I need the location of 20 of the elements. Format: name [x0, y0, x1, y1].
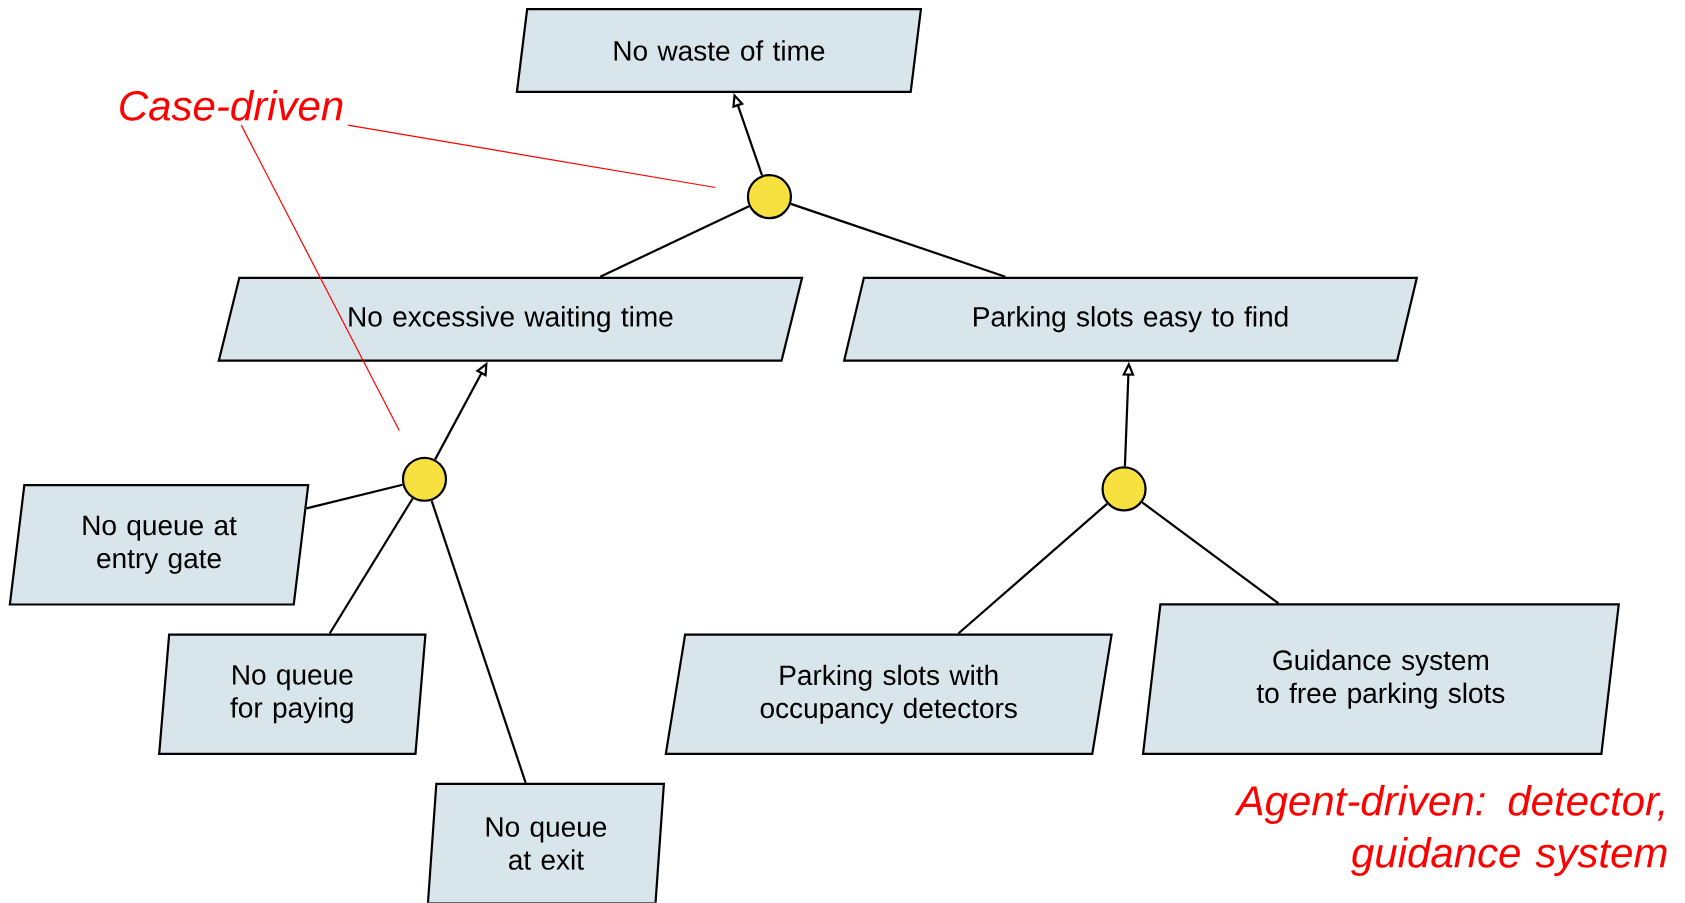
goal-box: No waste of time [515, 8, 923, 94]
and-circle [746, 174, 793, 220]
leader-line [240, 124, 400, 432]
connector-line [790, 203, 1006, 278]
connector-line [957, 503, 1108, 635]
goal-box: No queue for paying [158, 633, 427, 756]
goal-box: Parking slots with occupancy detectors [664, 633, 1113, 756]
connector-line [599, 205, 750, 278]
annotation-text: Case-driven [120, 90, 343, 121]
connector-line [1141, 501, 1280, 605]
connector-line [430, 500, 527, 784]
goal-box: Guidance system to free parking slots [1141, 603, 1620, 756]
and-circle [1101, 466, 1147, 512]
connector-line [328, 498, 414, 635]
goal-box: No excessive waiting time [217, 276, 804, 362]
goal-box: No queue at exit [426, 783, 666, 903]
leader-line [347, 124, 716, 189]
goal-box: No queue at entry gate [8, 484, 310, 606]
connector-line [306, 483, 403, 510]
and-circle [401, 456, 448, 503]
